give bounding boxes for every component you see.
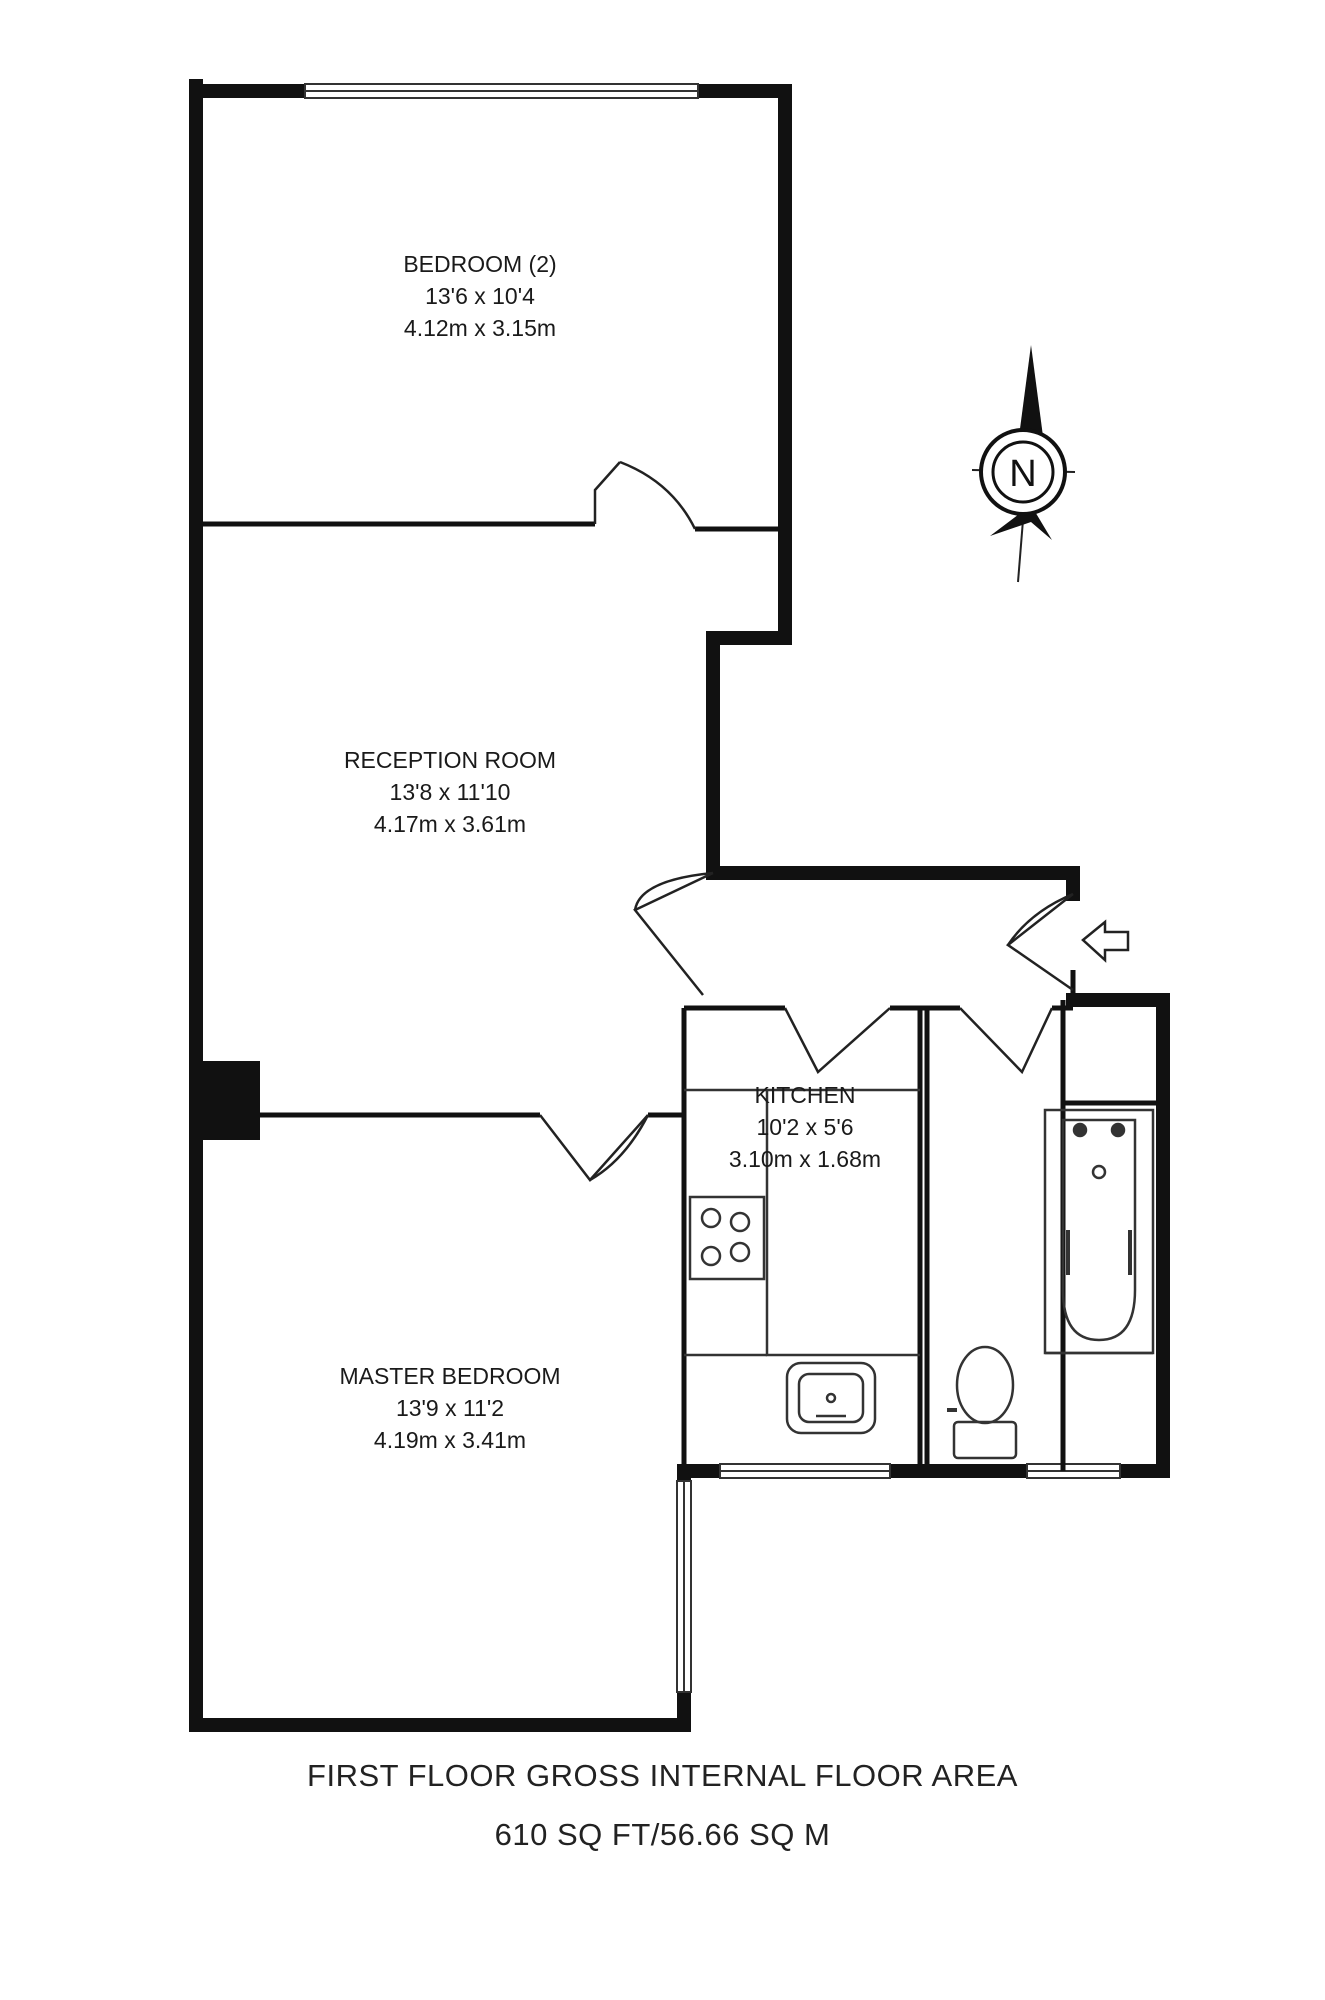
room-name: KITCHEN: [754, 1082, 856, 1108]
room-size-imperial: 10'2 x 5'6: [756, 1114, 854, 1140]
room-name: RECEPTION ROOM: [343, 747, 557, 773]
floor-area-value: 610 SQ FT/56.66 SQ M: [494, 1817, 831, 1852]
entrance-arrow-icon: [1081, 919, 1130, 963]
room-label-kitchen: KITCHEN 10'2 x 5'6 3.10m x 1.68m: [700, 1079, 910, 1175]
toilet-cistern-icon: [952, 1420, 1018, 1460]
room-size-metric: 4.12m x 3.15m: [403, 315, 557, 341]
room-label-master-bedroom: MASTER BEDROOM 13'9 x 11'2 4.19m x 3.41m: [310, 1360, 590, 1456]
door-kitchen: [783, 1007, 891, 1075]
door-entrance: [1005, 893, 1074, 992]
toilet-bowl-icon: [955, 1345, 1015, 1425]
floor-area-title: FIRST FLOOR GROSS INTERNAL FLOOR AREA: [307, 1758, 1018, 1793]
windows: [304, 83, 1121, 1693]
room-label-bedroom2: BEDROOM (2) 13'6 x 10'4 4.12m x 3.15m: [360, 248, 600, 344]
doors: [539, 460, 1074, 1182]
compass-north-arrow: [1018, 345, 1044, 444]
internal-walls: [196, 521, 1163, 1471]
chimney-breast: [196, 1061, 260, 1140]
room-label-reception: RECEPTION ROOM 13'8 x 11'10 4.17m x 3.61…: [320, 744, 580, 840]
kitchen-fittings: [684, 1088, 920, 1435]
room-size-imperial: 13'6 x 10'4: [425, 283, 535, 309]
room-size-imperial: 13'8 x 11'10: [389, 779, 511, 805]
bathroom-fittings: [1043, 1108, 1155, 1355]
door-bedroom2-leaf: [593, 461, 621, 524]
door-master-bedroom: [539, 1114, 649, 1182]
sink-icon: [785, 1361, 877, 1435]
hob-icon: [688, 1195, 766, 1281]
bath-icon: [1061, 1118, 1137, 1342]
room-size-imperial: 13'9 x 11'2: [395, 1395, 505, 1421]
wc-fittings: [947, 1345, 1018, 1460]
exterior-walls: [189, 79, 1170, 1732]
room-size-metric: 4.19m x 3.41m: [373, 1427, 527, 1453]
room-size-metric: 3.10m x 1.68m: [728, 1146, 882, 1172]
door-wc: [959, 1007, 1054, 1075]
compass-icon: N: [971, 345, 1076, 583]
room-name: BEDROOM (2): [403, 251, 557, 277]
compass-letter: N: [1009, 453, 1036, 495]
room-name: MASTER BEDROOM: [339, 1363, 561, 1389]
door-bedroom2-swing: [619, 460, 697, 530]
room-size-metric: 4.17m x 3.61m: [373, 811, 527, 837]
